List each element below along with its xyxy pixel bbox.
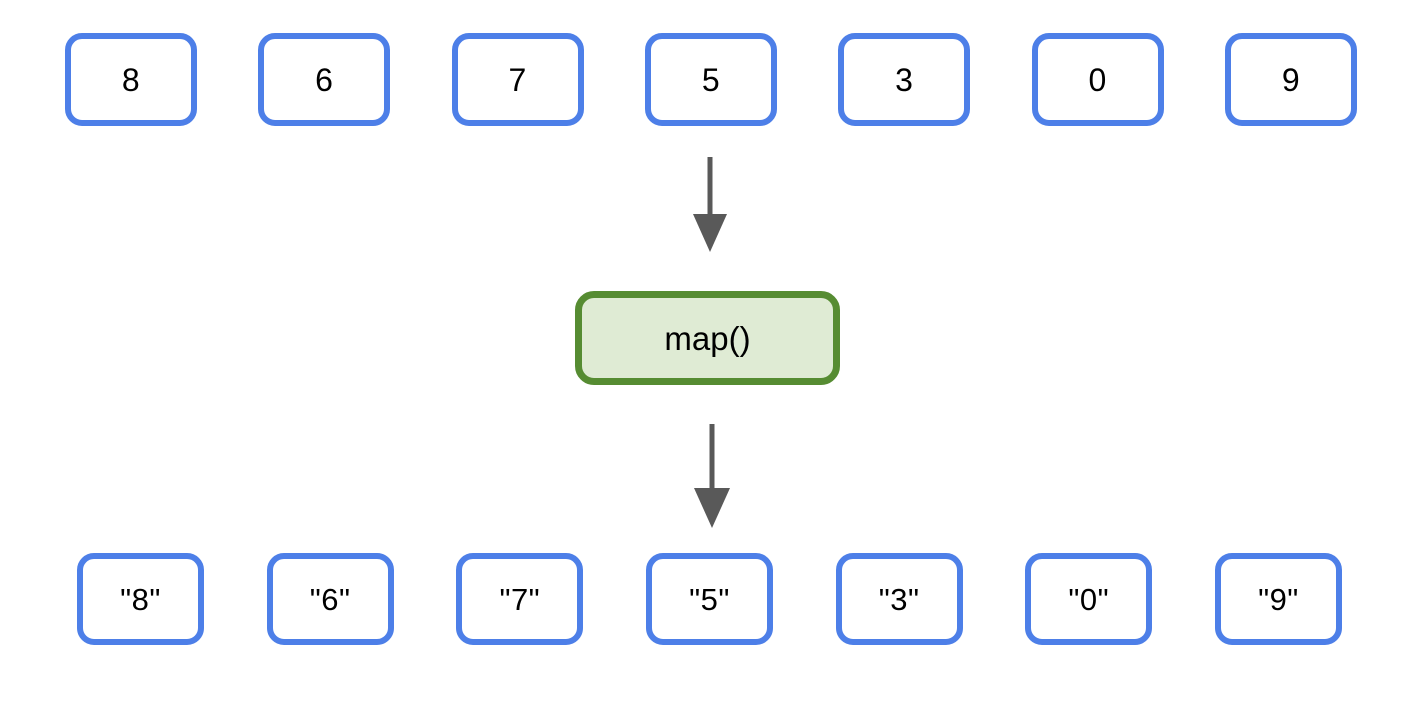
input-value-box: 9: [1224, 33, 1357, 126]
input-value-box: 6: [258, 33, 391, 126]
output-value-box: "3": [835, 553, 963, 645]
map-function-label: map(): [664, 319, 751, 357]
output-value-box: "9": [1214, 553, 1342, 645]
map-function-node: map(): [575, 291, 840, 385]
input-value-box: 7: [451, 33, 584, 126]
output-value-box: "0": [1025, 553, 1153, 645]
output-value-box: "6": [266, 553, 394, 645]
input-value-box: 5: [644, 33, 777, 126]
output-value-box: "7": [456, 553, 584, 645]
input-value-box: 0: [1031, 33, 1164, 126]
input-value-box: 3: [838, 33, 971, 126]
output-value-box: "5": [645, 553, 773, 645]
input-array-row: 8 6 7 5 3 0 9: [65, 33, 1357, 126]
output-array-row: "8" "6" "7" "5" "3" "0" "9": [77, 553, 1342, 645]
input-value-box: 8: [65, 33, 197, 126]
output-value-box: "8": [77, 553, 204, 645]
